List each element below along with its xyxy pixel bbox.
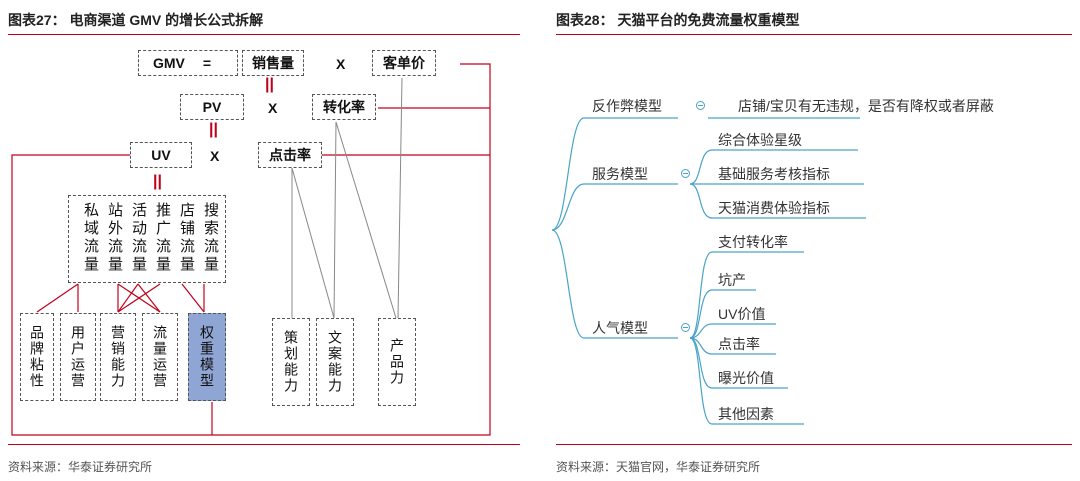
title-rule — [556, 34, 1072, 35]
gmv-formula-panel: 图表27： 电商渠道 GMV 的增长公式拆解 — [0, 0, 530, 481]
channel-promotion: 推广流量 — [154, 202, 171, 274]
capability-weight-model: 权重模型 — [188, 313, 226, 401]
weight-model-panel: 图表28： 天猫平台的免费流量权重模型 反作弊模型 店铺/宝贝有无违规，是否有降… — [548, 0, 1080, 481]
collapse-circle-icon — [681, 323, 690, 332]
source-note: 资料来源：天猫官网，华泰证券研究所 — [556, 460, 761, 474]
panel-title: 图表27： 电商渠道 GMV 的增长公式拆解 — [8, 12, 264, 28]
multiply-sign-2: X — [268, 100, 278, 116]
channel-store: 店铺流量 — [178, 202, 195, 274]
sales-volume-box: 销售量 — [242, 50, 304, 76]
channel-offsite: 站外流量 — [106, 202, 123, 274]
channel-private: 私域流量 — [82, 202, 99, 274]
popularity-leaf-uv-value: UV价值 — [718, 306, 766, 322]
click-through-rate-box: 点击率 — [258, 142, 322, 168]
anti-fraud-leaf: 店铺/宝贝有无违规，是否有降权或者屏蔽 — [738, 98, 994, 114]
mindmap-branches — [551, 117, 866, 425]
ability-product: 产品力 — [378, 318, 416, 406]
collapse-circle-icon — [696, 101, 705, 110]
footer-rule — [556, 444, 1072, 445]
popularity-leaf-other: 其他因素 — [718, 406, 774, 422]
title-rule — [8, 34, 520, 35]
popularity-leaf-ctr: 点击率 — [718, 336, 760, 352]
service-model-label: 服务模型 — [592, 166, 648, 182]
service-leaf-experience-metrics: 天猫消费体验指标 — [718, 200, 830, 216]
channel-campaign: 活动流量 — [130, 202, 147, 274]
channel-search: 搜索流量 — [202, 202, 219, 274]
equals-mark-sales: || — [265, 76, 274, 93]
popularity-model-label: 人气模型 — [592, 320, 648, 336]
popularity-leaf-gmv-per-slot: 坑产 — [718, 272, 746, 288]
equals-mark-pv: || — [209, 121, 218, 138]
gmv-label: GMV — [153, 55, 185, 71]
conversion-rate-box: 转化率 — [312, 94, 376, 120]
source-note: 资料来源：华泰证券研究所 — [8, 460, 153, 474]
avg-order-value-box: 客单价 — [372, 50, 436, 76]
gmv-box: GMV = — [138, 50, 238, 76]
ability-copywriting: 文案能力 — [316, 318, 354, 406]
connector-lines — [11, 63, 491, 436]
popularity-leaf-exposure-value: 曝光价值 — [718, 370, 774, 386]
service-leaf-basic-metrics: 基础服务考核指标 — [718, 166, 830, 182]
pv-box: PV — [180, 94, 244, 120]
service-leaf-star-rating: 综合体验星级 — [718, 132, 802, 148]
popularity-leaf-conversion: 支付转化率 — [718, 234, 788, 250]
uv-box: UV — [130, 142, 192, 168]
ability-planning: 策划能力 — [272, 318, 310, 406]
collapse-circle-icon — [681, 169, 690, 178]
traffic-channels-box — [68, 195, 226, 283]
capability-brand-stickiness: 品牌粘性 — [20, 313, 54, 401]
equals-sign: = — [202, 55, 212, 71]
multiply-sign-1: X — [336, 56, 346, 72]
anti-fraud-model-label: 反作弊模型 — [592, 98, 662, 114]
panel-title: 图表28： 天猫平台的免费流量权重模型 — [556, 12, 800, 28]
capability-user-operation: 用户运营 — [60, 313, 96, 401]
capability-marketing: 营销能力 — [100, 313, 136, 401]
equals-mark-uv: || — [153, 173, 162, 190]
capability-traffic-operation: 流量运营 — [142, 313, 178, 401]
footer-rule — [8, 444, 520, 445]
multiply-sign-3: X — [210, 148, 220, 164]
